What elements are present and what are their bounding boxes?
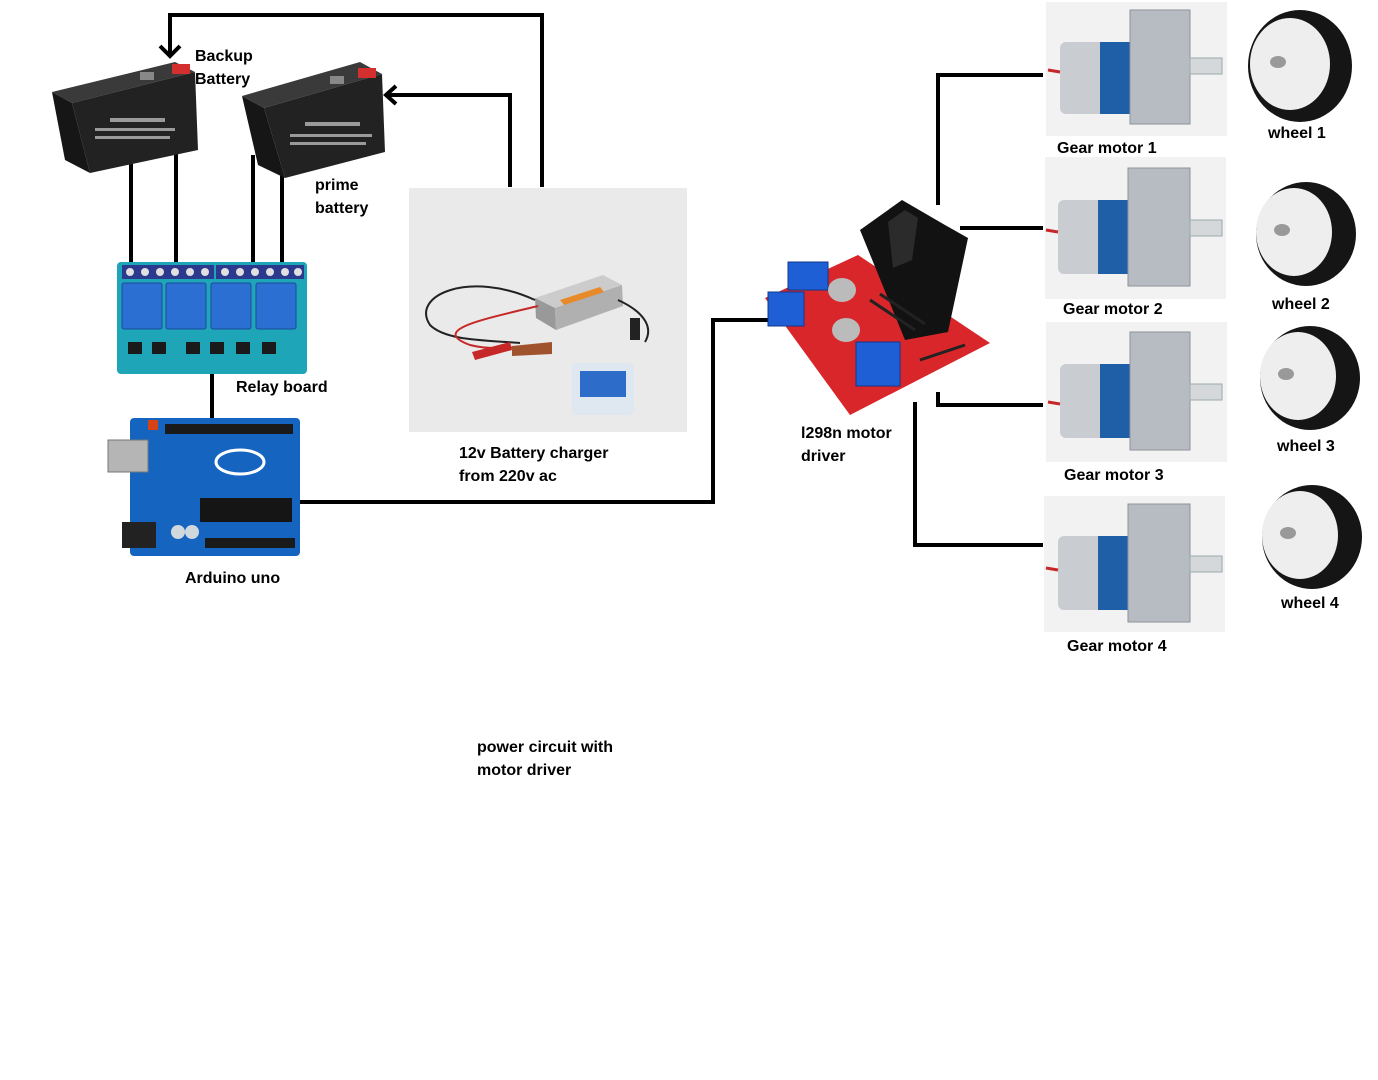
arduino-uno-image [107, 418, 300, 556]
wheel-4-label: wheel 4 [1281, 595, 1339, 612]
charger-label: 12v Battery charger from 220v ac [459, 445, 609, 485]
gear-motor-4-label: Gear motor 4 [1067, 638, 1167, 655]
gear-motor-1-label: Gear motor 1 [1057, 140, 1157, 157]
wheel-1-label: wheel 1 [1268, 125, 1326, 142]
wheel-3-image [1260, 326, 1360, 430]
relay-board-label: Relay board [236, 379, 328, 396]
diagram-caption: power circuit with motor driver [477, 739, 614, 779]
wire-driver-to-motor-1 [936, 73, 1043, 205]
gear-motor-4-image [1044, 496, 1225, 632]
relay-board-image [117, 262, 307, 374]
gear-motor-2-label: Gear motor 2 [1063, 301, 1163, 318]
wire-driver-to-motor-4 [913, 402, 1043, 547]
wires [129, 13, 1043, 547]
wheel-2-image [1256, 182, 1356, 286]
l298n-driver-image [765, 200, 990, 415]
gear-motor-3-label: Gear motor 3 [1064, 467, 1164, 484]
arrow-into-backup-battery [158, 44, 182, 59]
arrow-into-prime-battery [383, 84, 398, 106]
gear-motor-1-image [1046, 2, 1227, 136]
wheel-2-label: wheel 2 [1272, 296, 1330, 313]
wire-driver-to-motor-3 [936, 392, 1043, 407]
motor-driver-label: l298n motor driver [801, 425, 892, 465]
gear-motor-2-image [1045, 157, 1226, 299]
backup-battery-label: Backup Battery [195, 48, 253, 88]
wheel-3-label: wheel 3 [1277, 438, 1335, 455]
backup-battery-image [52, 62, 198, 173]
wire-charger-to-backup-battery [168, 13, 544, 187]
wheel-4-image [1262, 485, 1362, 589]
gear-motor-3-image [1046, 322, 1227, 462]
wheel-1-image [1248, 10, 1352, 122]
wire-charger-to-prime-battery [388, 93, 512, 187]
wire-arduino-to-motor-driver [300, 318, 768, 504]
prime-battery-image [242, 62, 385, 178]
battery-charger-image [409, 188, 687, 432]
prime-battery-label: prime battery [315, 177, 369, 217]
arduino-label: Arduino uno [185, 570, 281, 587]
